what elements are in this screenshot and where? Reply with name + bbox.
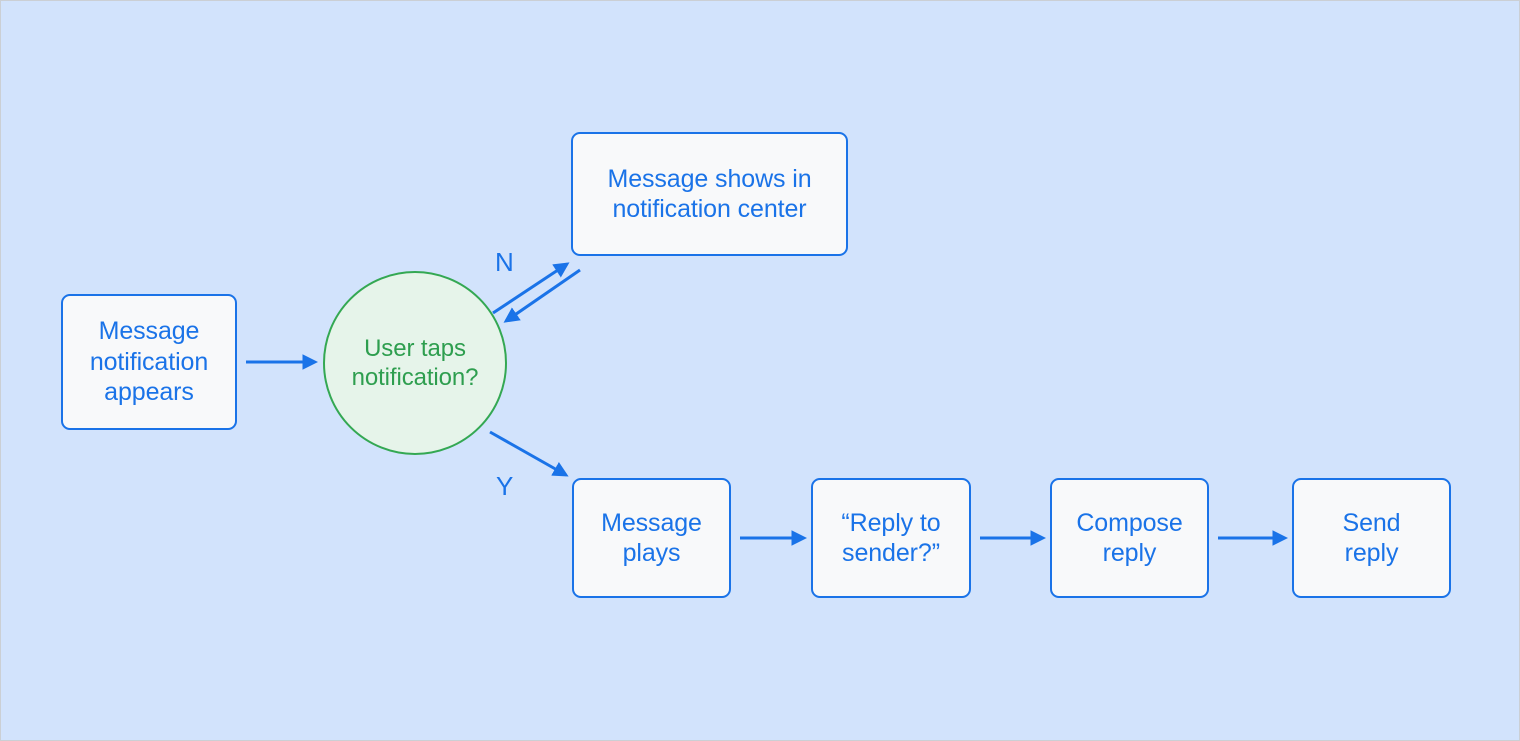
node-label: Send reply bbox=[1342, 508, 1401, 568]
node-label: Message notification appears bbox=[89, 317, 209, 407]
node-message-notification-appears[interactable]: Message notification appears bbox=[61, 294, 237, 430]
node-label: Message shows in notification center bbox=[607, 164, 812, 224]
node-user-taps-notification[interactable]: User taps notification? bbox=[323, 271, 507, 455]
node-send-reply[interactable]: Send reply bbox=[1292, 478, 1451, 598]
node-message-shows-in-notification-center[interactable]: Message shows in notification center bbox=[571, 132, 848, 256]
edge-label-y: Y bbox=[496, 471, 514, 501]
node-message-plays[interactable]: Message plays bbox=[572, 478, 731, 598]
node-label: “Reply to sender?” bbox=[841, 508, 941, 568]
edge-label-n: N bbox=[495, 247, 514, 277]
edge-decision-to-notification-center bbox=[492, 262, 570, 315]
edge-decision-to-message-plays bbox=[489, 430, 569, 477]
node-reply-to-sender[interactable]: “Reply to sender?” bbox=[811, 478, 971, 598]
edge-notification-center-to-decision bbox=[503, 268, 581, 323]
node-label: Message plays bbox=[601, 508, 702, 568]
node-label: Compose reply bbox=[1076, 508, 1183, 568]
node-label: User taps notification? bbox=[351, 334, 479, 391]
node-compose-reply[interactable]: Compose reply bbox=[1050, 478, 1209, 598]
